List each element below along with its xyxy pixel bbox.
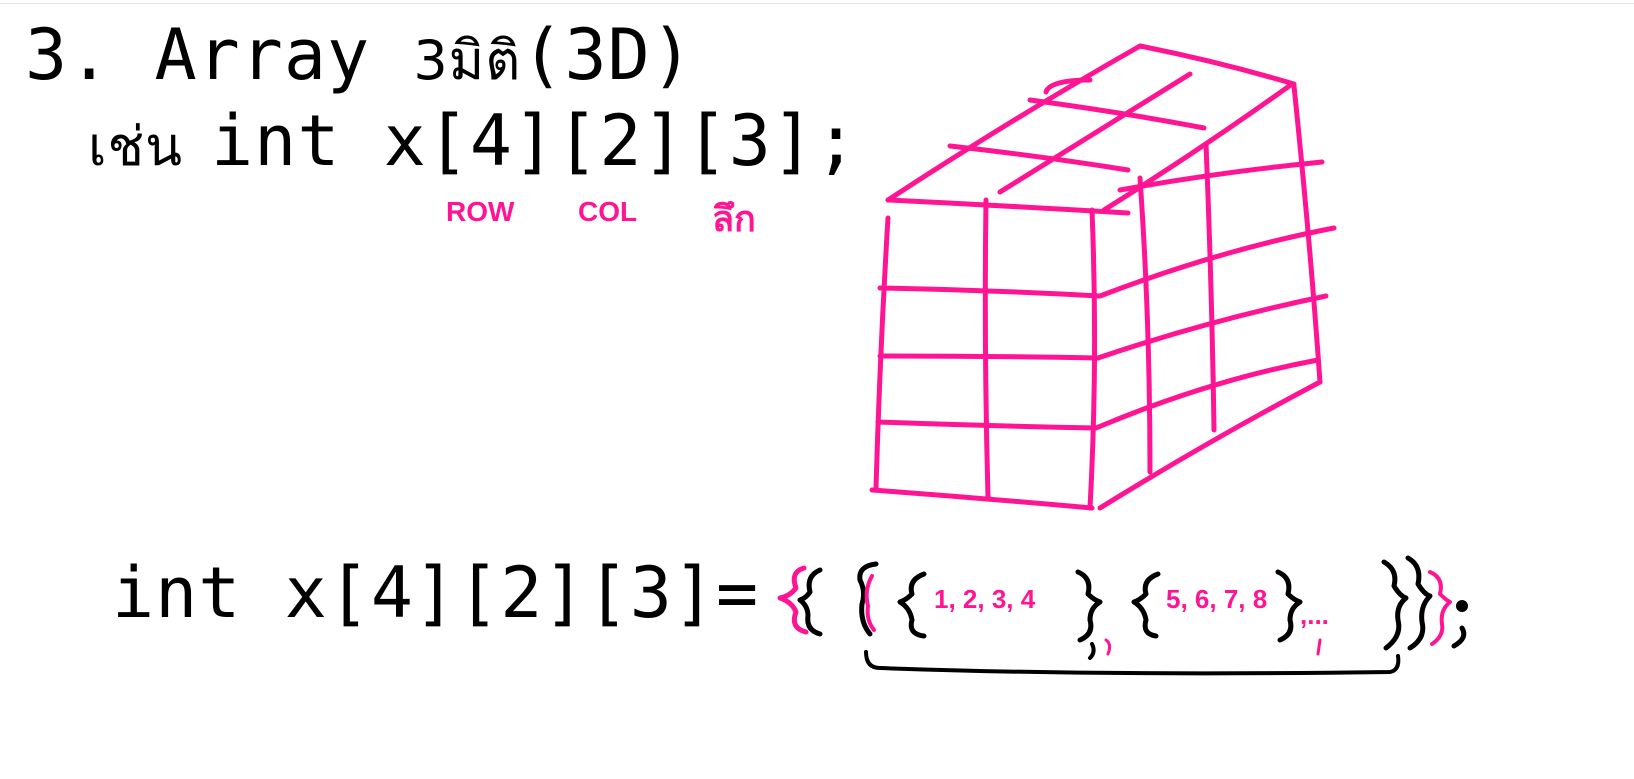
heading-number: 3. xyxy=(25,14,112,96)
heading-word: Array xyxy=(154,14,371,96)
heading-thai: 3มิติ xyxy=(413,29,522,92)
initializer-code: int x[4][2][3]= xyxy=(112,552,760,634)
tail-values: ,... xyxy=(1300,600,1329,630)
section-heading: 3. Array 3มิติ(3D) xyxy=(25,10,694,106)
top-divider xyxy=(0,3,1634,4)
group2-values: 5, 6, 7, 8 xyxy=(1166,584,1268,614)
example-prefix: เช่น xyxy=(88,115,184,178)
heading-suffix: (3D) xyxy=(521,14,694,96)
example-declaration: เช่น int x[4][2][3]; xyxy=(88,96,858,192)
annotation-depth: ลึก xyxy=(712,199,756,240)
example-code: int x[4][2][3]; xyxy=(211,100,859,182)
group1-values: 1, 2, 3, 4 xyxy=(934,584,1036,614)
initializer-line: int x[4][2][3]= xyxy=(112,548,759,638)
annotation-row: ROW xyxy=(446,196,515,227)
annotation-col: COL xyxy=(578,196,638,227)
